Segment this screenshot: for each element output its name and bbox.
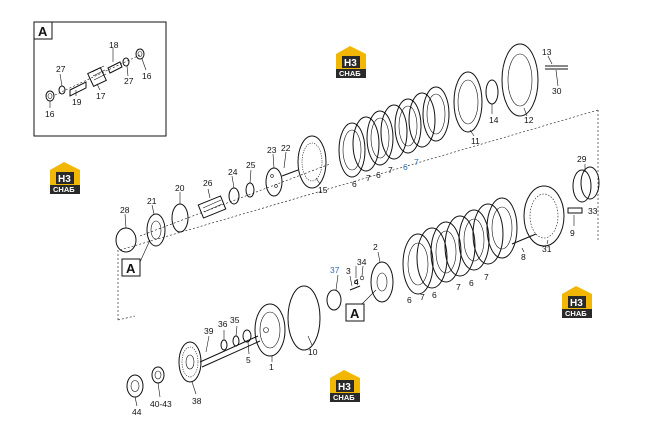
callout-number: 6 xyxy=(403,162,408,172)
callout-number: 21 xyxy=(147,196,157,206)
logo-watermark: H3 СНАБ xyxy=(50,162,80,194)
logo-watermark: H3 СНАБ xyxy=(562,286,592,318)
dashed-frame xyxy=(117,109,599,321)
callout-number: 9 xyxy=(570,228,575,238)
callout-number: 1 xyxy=(269,362,274,372)
svg-text:H3: H3 xyxy=(570,298,583,309)
callout-number: 34 xyxy=(357,257,367,267)
callout-number: 7 xyxy=(366,173,371,183)
detail-a-parts xyxy=(45,48,145,102)
callout-number: 7 xyxy=(484,272,489,282)
callout-number: 4 xyxy=(354,277,359,287)
svg-text:СНАБ: СНАБ xyxy=(333,393,355,402)
callout-number: 37 xyxy=(330,265,340,275)
upper-clutch-pack xyxy=(338,43,568,178)
svg-text:СНАБ: СНАБ xyxy=(53,185,75,194)
callout-number: 31 xyxy=(542,244,552,254)
callout-number: 30 xyxy=(552,86,562,96)
svg-text:H3: H3 xyxy=(338,382,351,393)
callout-number: 28 xyxy=(120,205,130,215)
svg-text:H3: H3 xyxy=(58,174,71,185)
callout-a-left: A xyxy=(126,261,136,276)
callout-a-mid: A xyxy=(350,306,360,321)
callout-number: 29 xyxy=(577,154,587,164)
lower-shaft-assembly xyxy=(126,285,321,398)
callout-number: 24 xyxy=(228,167,238,177)
callout-number: 16 xyxy=(45,109,55,119)
upper-shaft-leaders xyxy=(124,151,321,229)
svg-text:H3: H3 xyxy=(344,58,357,69)
callout-number: 7 xyxy=(388,165,393,175)
callout-number: 26 xyxy=(203,178,213,188)
callout-number: 17 xyxy=(96,91,106,101)
callout-numbers: 18 27 16 17 27 16 19 13 30 14 12 11 6 7 … xyxy=(45,40,598,417)
svg-text:СНАБ: СНАБ xyxy=(339,69,361,78)
lower-shaft-leaders xyxy=(134,325,313,407)
callout-number: 6 xyxy=(407,295,412,305)
callout-number: 13 xyxy=(542,47,552,57)
callout-number: 16 xyxy=(142,71,152,81)
callout-number: 11 xyxy=(471,136,480,146)
callout-number: 40-43 xyxy=(150,399,172,409)
callout-number: 33 xyxy=(588,206,598,216)
callout-number: 10 xyxy=(308,347,318,357)
callout-number: 38 xyxy=(192,396,202,406)
detail-box-label-frame xyxy=(33,21,53,40)
callout-number: 27 xyxy=(56,64,66,74)
detail-box-a xyxy=(33,21,167,137)
callout-number: 18 xyxy=(109,40,119,50)
callout-number: 36 xyxy=(218,319,228,329)
callout-number: 27 xyxy=(124,76,134,86)
callout-number: 8 xyxy=(521,252,526,262)
callout-number: 7 xyxy=(456,282,461,292)
callout-number: 22 xyxy=(281,143,291,153)
callout-number: 23 xyxy=(267,145,277,155)
callout-number: 7 xyxy=(420,292,425,302)
callout-number: 15 xyxy=(318,185,328,195)
callout-number: 6 xyxy=(376,170,381,180)
upper-shaft-assembly xyxy=(115,135,331,253)
callout-number: 44 xyxy=(132,407,142,417)
logo-watermark: H3 СНАБ xyxy=(336,46,366,78)
svg-text:СНАБ: СНАБ xyxy=(565,309,587,318)
callout-number: 6 xyxy=(352,179,357,189)
lower-pack-leaders xyxy=(335,164,586,291)
callout-number: 6 xyxy=(469,278,474,288)
detail-box-label: A xyxy=(38,24,48,39)
lower-clutch-pack xyxy=(326,166,600,311)
callout-number: 2 xyxy=(373,242,378,252)
callout-number: 35 xyxy=(230,315,240,325)
callout-number: 25 xyxy=(246,160,256,170)
callout-a-left-frame xyxy=(121,258,141,277)
detail-a-leaders xyxy=(49,48,147,108)
upper-pack-leaders xyxy=(469,55,559,137)
callout-number: 39 xyxy=(204,326,214,336)
callout-number: 5 xyxy=(246,355,251,365)
callout-number: 20 xyxy=(175,183,185,193)
callout-number: 12 xyxy=(524,115,534,125)
callout-a-mid-frame xyxy=(345,303,365,322)
callout-number: 19 xyxy=(72,97,82,107)
callout-number: 6 xyxy=(432,290,437,300)
callout-number: 3 xyxy=(346,266,351,276)
callout-number: 7 xyxy=(414,157,419,167)
logo-watermark: H3 СНАБ xyxy=(330,370,360,402)
callout-number: 14 xyxy=(489,115,499,125)
